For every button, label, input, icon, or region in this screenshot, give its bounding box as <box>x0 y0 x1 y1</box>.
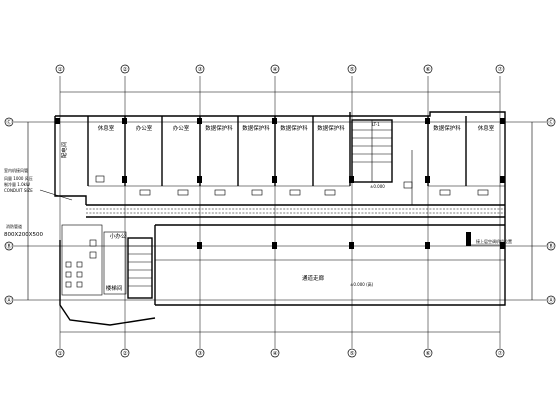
note-spec-2: 制冷量 1.0kW <box>4 181 30 187</box>
axis-label-top-3: ③ <box>198 67 203 73</box>
note-level: ±0.000 <box>370 184 385 189</box>
room-label-small-office: 小办公 <box>110 232 127 240</box>
note-fire-label: 消防管道 <box>6 223 22 229</box>
room-label-corridor: 通道走廊 <box>302 274 325 282</box>
axis-label-right-c: Ⓒ <box>548 118 554 126</box>
bottom-axis-bubbles: ① ② ③ ④ ⑤ ⑥ ⑦ <box>55 348 505 358</box>
right-axis-bubbles: Ⓒ Ⓑ Ⓐ <box>546 117 556 305</box>
room-label-rest-left: 休息室 <box>98 124 115 132</box>
room-label-maint-2: 数据保护科 <box>242 124 270 132</box>
axis-label-top-5: ⑤ <box>350 67 355 73</box>
top-axis-bubbles: ① ② ③ ④ ⑤ ⑥ ⑦ <box>55 64 505 74</box>
note-spec-3: CONDUIT SIZE <box>4 188 33 193</box>
axis-label-bottom-4: ④ <box>273 351 278 357</box>
axis-label-bottom-5: ⑤ <box>350 351 355 357</box>
axis-label-top-2: ② <box>123 66 128 73</box>
room-label-maint-1: 数据保护科 <box>205 124 233 132</box>
room-label-office-1: 办公室 <box>136 124 153 132</box>
note-spec-1: 风量 1000 风压 <box>4 175 33 181</box>
leader-line <box>39 189 73 201</box>
axis-label-bottom-7: ⑦ <box>498 350 503 357</box>
note-unit-title: 室内机接风管 <box>4 167 28 173</box>
room-label-stair: 楼梯间 <box>106 284 123 292</box>
note-level-right: ±0.000 (高) <box>350 281 374 287</box>
note-duct-size: 800X200X500 <box>4 232 44 238</box>
axis-label-top-7: ⑦ <box>498 66 503 73</box>
building-walls <box>54 111 506 326</box>
room-label-distribution: 配电间 <box>60 142 68 159</box>
axis-label-top-4: ④ <box>273 67 278 73</box>
left-axis-bubbles: Ⓒ Ⓑ Ⓐ <box>4 117 14 305</box>
axis-label-left-c: Ⓒ <box>6 118 12 126</box>
room-label-rest-right: 休息室 <box>478 124 495 132</box>
room-label-maint-4: 数据保护科 <box>317 124 345 132</box>
axis-label-left-a: Ⓐ <box>6 296 12 304</box>
axis-label-top-1: ① <box>58 67 63 73</box>
room-label-maint-3: 数据保护科 <box>280 124 308 132</box>
room-label-office-2: 办公室 <box>173 124 190 132</box>
corridor-pipes <box>86 150 505 261</box>
axis-label-right-a: Ⓐ <box>548 296 554 304</box>
room-label-maint-5: 数据保护科 <box>433 124 461 132</box>
axis-label-right-b: Ⓑ <box>548 242 554 250</box>
axis-label-top-6: ⑥ <box>426 67 431 73</box>
indoor-ac-units <box>95 175 489 196</box>
axis-label-bottom-3: ③ <box>198 351 203 357</box>
note-right: 接上层空调机组位置 <box>476 238 512 244</box>
axis-label-bottom-1: ① <box>58 351 63 357</box>
axis-label-bottom-2: ② <box>123 350 128 357</box>
structural-columns <box>55 118 505 249</box>
note-stair-tag: LT-1 <box>372 122 380 127</box>
axis-label-left-b: Ⓑ <box>6 242 12 250</box>
axis-label-bottom-6: ⑥ <box>426 351 431 357</box>
